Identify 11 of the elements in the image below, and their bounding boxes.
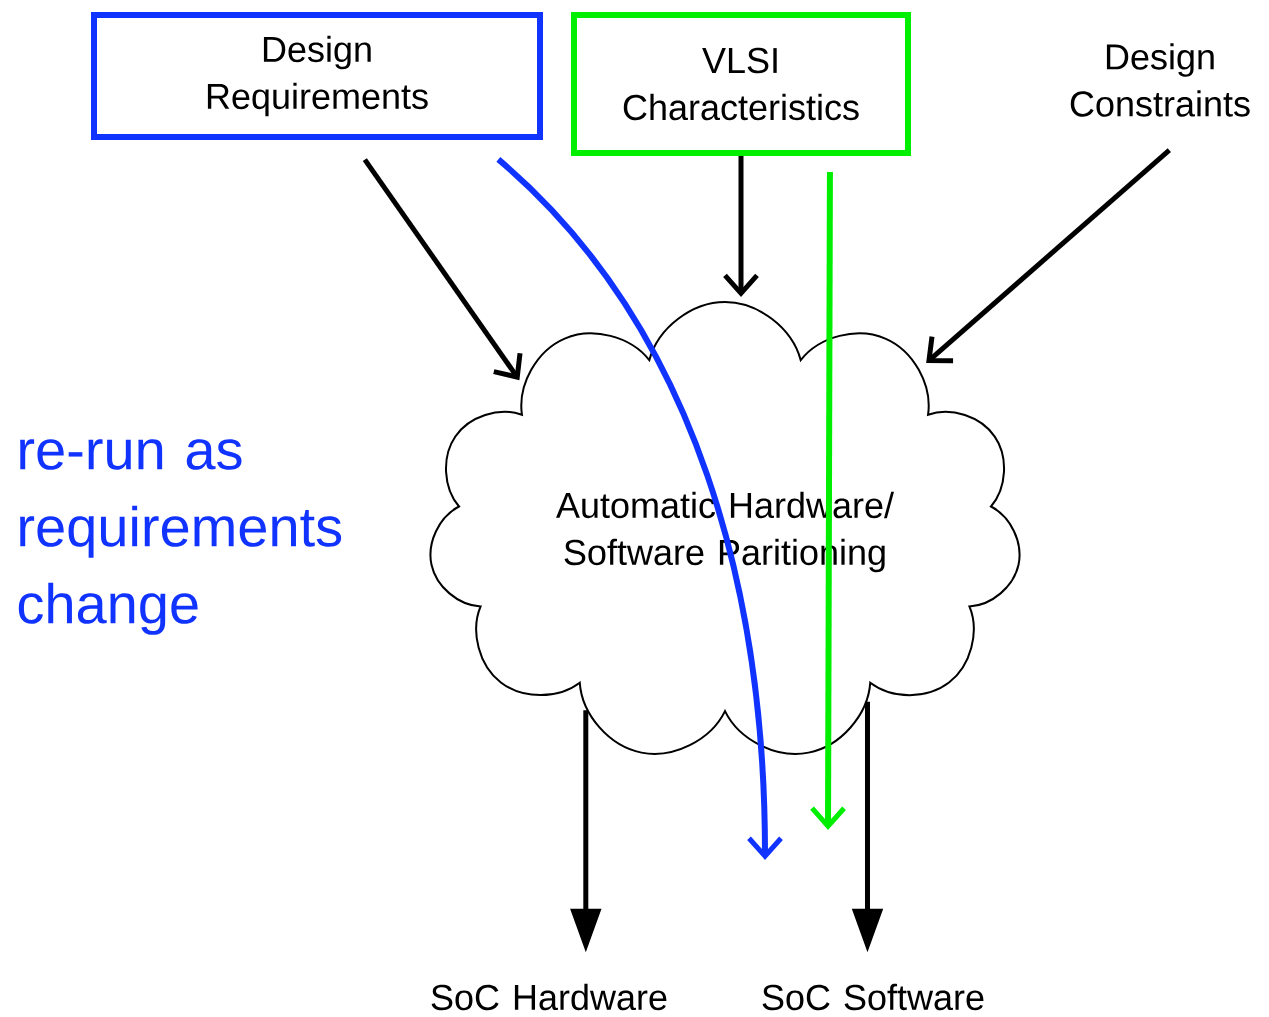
arrow: [496, 157, 783, 860]
arrow: [723, 156, 759, 298]
arrow: [926, 148, 1171, 364]
constraints-text: Design Constraints: [1070, 43, 1250, 117]
hardware-text: SoC Hardware: [431, 983, 667, 1011]
arrow: [810, 172, 846, 830]
software-text: SoC Software: [762, 983, 984, 1011]
characteristics-box: VLSI Characteristics: [571, 12, 911, 156]
requirements-box: Design Requirements: [91, 12, 543, 140]
arrow: [362, 158, 523, 381]
note-text: re-run as requirements change: [18, 439, 342, 635]
